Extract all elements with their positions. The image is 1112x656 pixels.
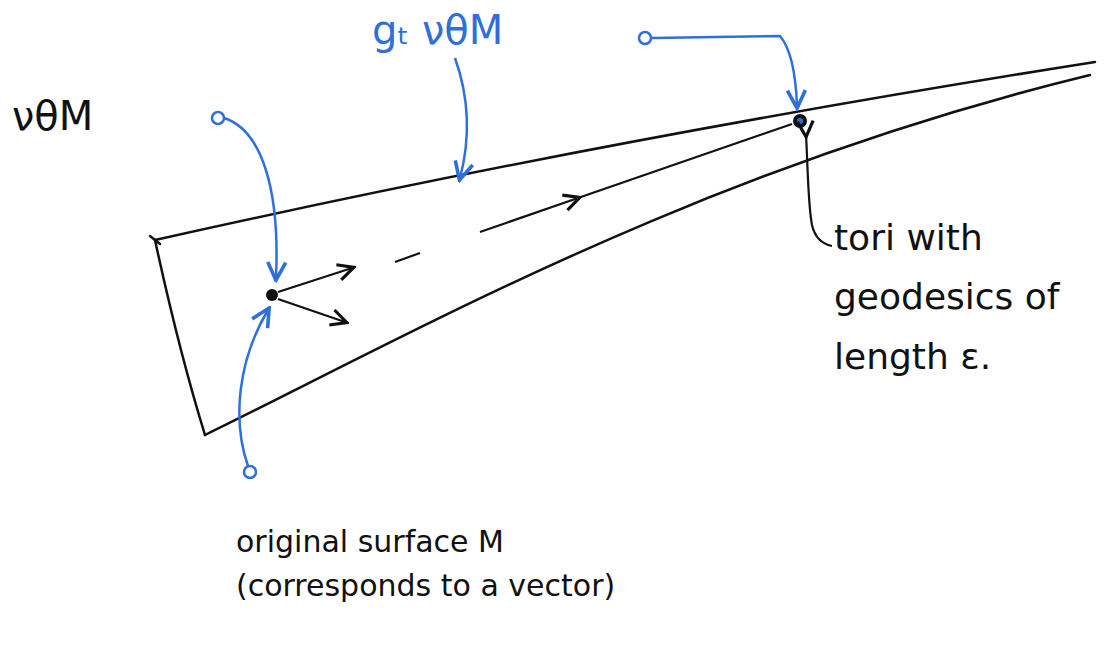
callout-arrow bbox=[455, 58, 467, 178]
callout-arrow bbox=[239, 310, 268, 466]
tori-note: tori with geodesics of length ε. bbox=[834, 208, 1104, 386]
callout-circle bbox=[244, 466, 256, 478]
callout-arrow bbox=[224, 118, 277, 278]
torus-point-mark bbox=[797, 118, 803, 124]
callout-arrow bbox=[652, 36, 797, 106]
surface-note: original surface M (corresponds to a vec… bbox=[236, 520, 676, 607]
flow-arrow bbox=[480, 198, 578, 232]
leader-line bbox=[806, 135, 832, 246]
vector-arrow bbox=[278, 299, 345, 322]
callout-circle bbox=[212, 112, 224, 124]
region-left-boundary bbox=[155, 240, 205, 435]
flowed-space-label: gₜ νθM bbox=[372, 6, 642, 54]
flow-line bbox=[578, 124, 792, 198]
flow-dash bbox=[395, 253, 420, 262]
space-label: νθM bbox=[12, 92, 212, 140]
region-upper-boundary bbox=[155, 62, 1095, 240]
torus-point bbox=[793, 114, 807, 128]
callout-circle bbox=[639, 32, 651, 44]
point bbox=[266, 289, 278, 301]
vector-arrow bbox=[278, 268, 352, 292]
